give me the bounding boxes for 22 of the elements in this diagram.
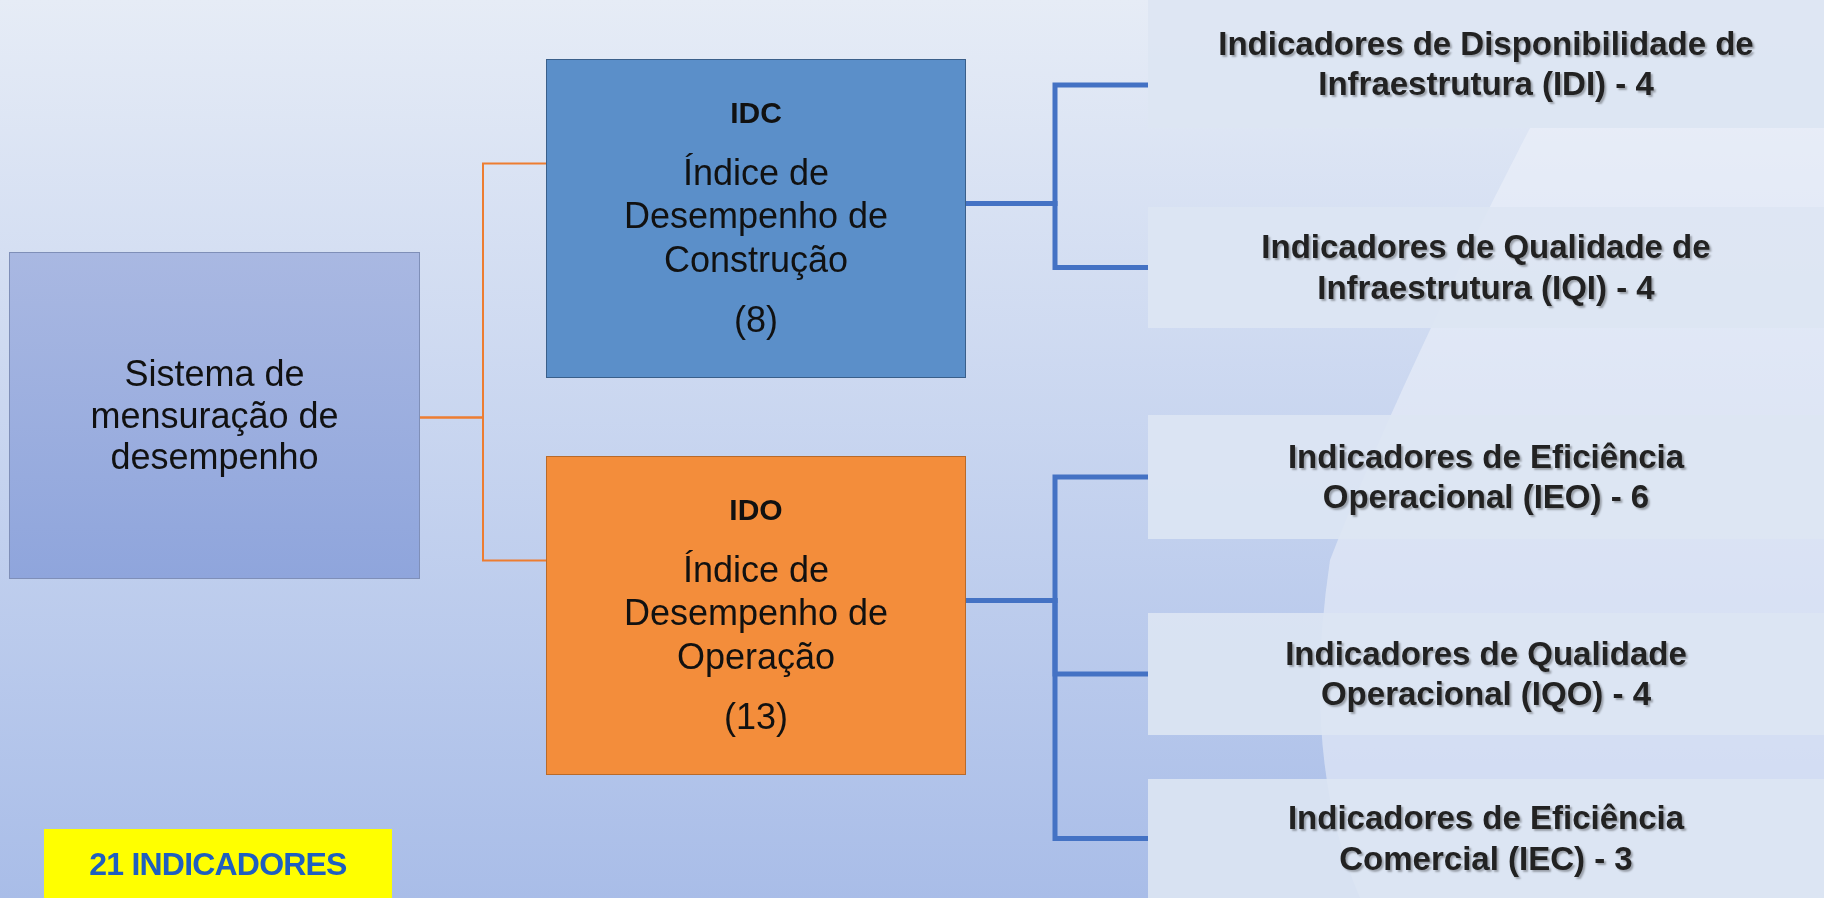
index-acronym: IDO — [729, 492, 783, 529]
indicator-box — [1148, 779, 1824, 898]
box-text: Indicadores de Disponibilidade de Infraestrutura (IDI) - 4 — [1218, 23, 1754, 104]
connector-line — [966, 598, 1148, 841]
indicator-count: (8) — [734, 297, 778, 342]
box-text: Indicadores de Eficiência Operacional (IEO) - 6 — [1286, 436, 1686, 517]
index-name: Índice de Desempenho de Construção — [622, 151, 890, 281]
connector-line — [966, 201, 1148, 270]
box-text: Indicadores de Qualidade Operacional (IQO) - 4 — [1284, 633, 1688, 714]
system-box — [9, 252, 420, 579]
index-acronym: IDC — [730, 95, 782, 132]
box-text: Indicadores de Qualidade de Infraestrutura (IQI) - 4 — [1260, 227, 1712, 308]
indicator-box — [1148, 613, 1824, 735]
box-text: Sistema de mensuração de desempenho — [89, 353, 340, 478]
index-box — [546, 59, 966, 378]
connector-line — [419, 416, 547, 562]
index-name: Índice de Desempenho de Operação — [622, 548, 890, 678]
total-badge: 21 INDICADORES — [44, 829, 392, 898]
indicator-count: (13) — [724, 694, 788, 739]
index-box — [546, 456, 966, 775]
box-text: Indicadores de Eficiência Comercial (IEC) - 3 — [1286, 798, 1686, 879]
indicator-box — [1148, 207, 1824, 328]
